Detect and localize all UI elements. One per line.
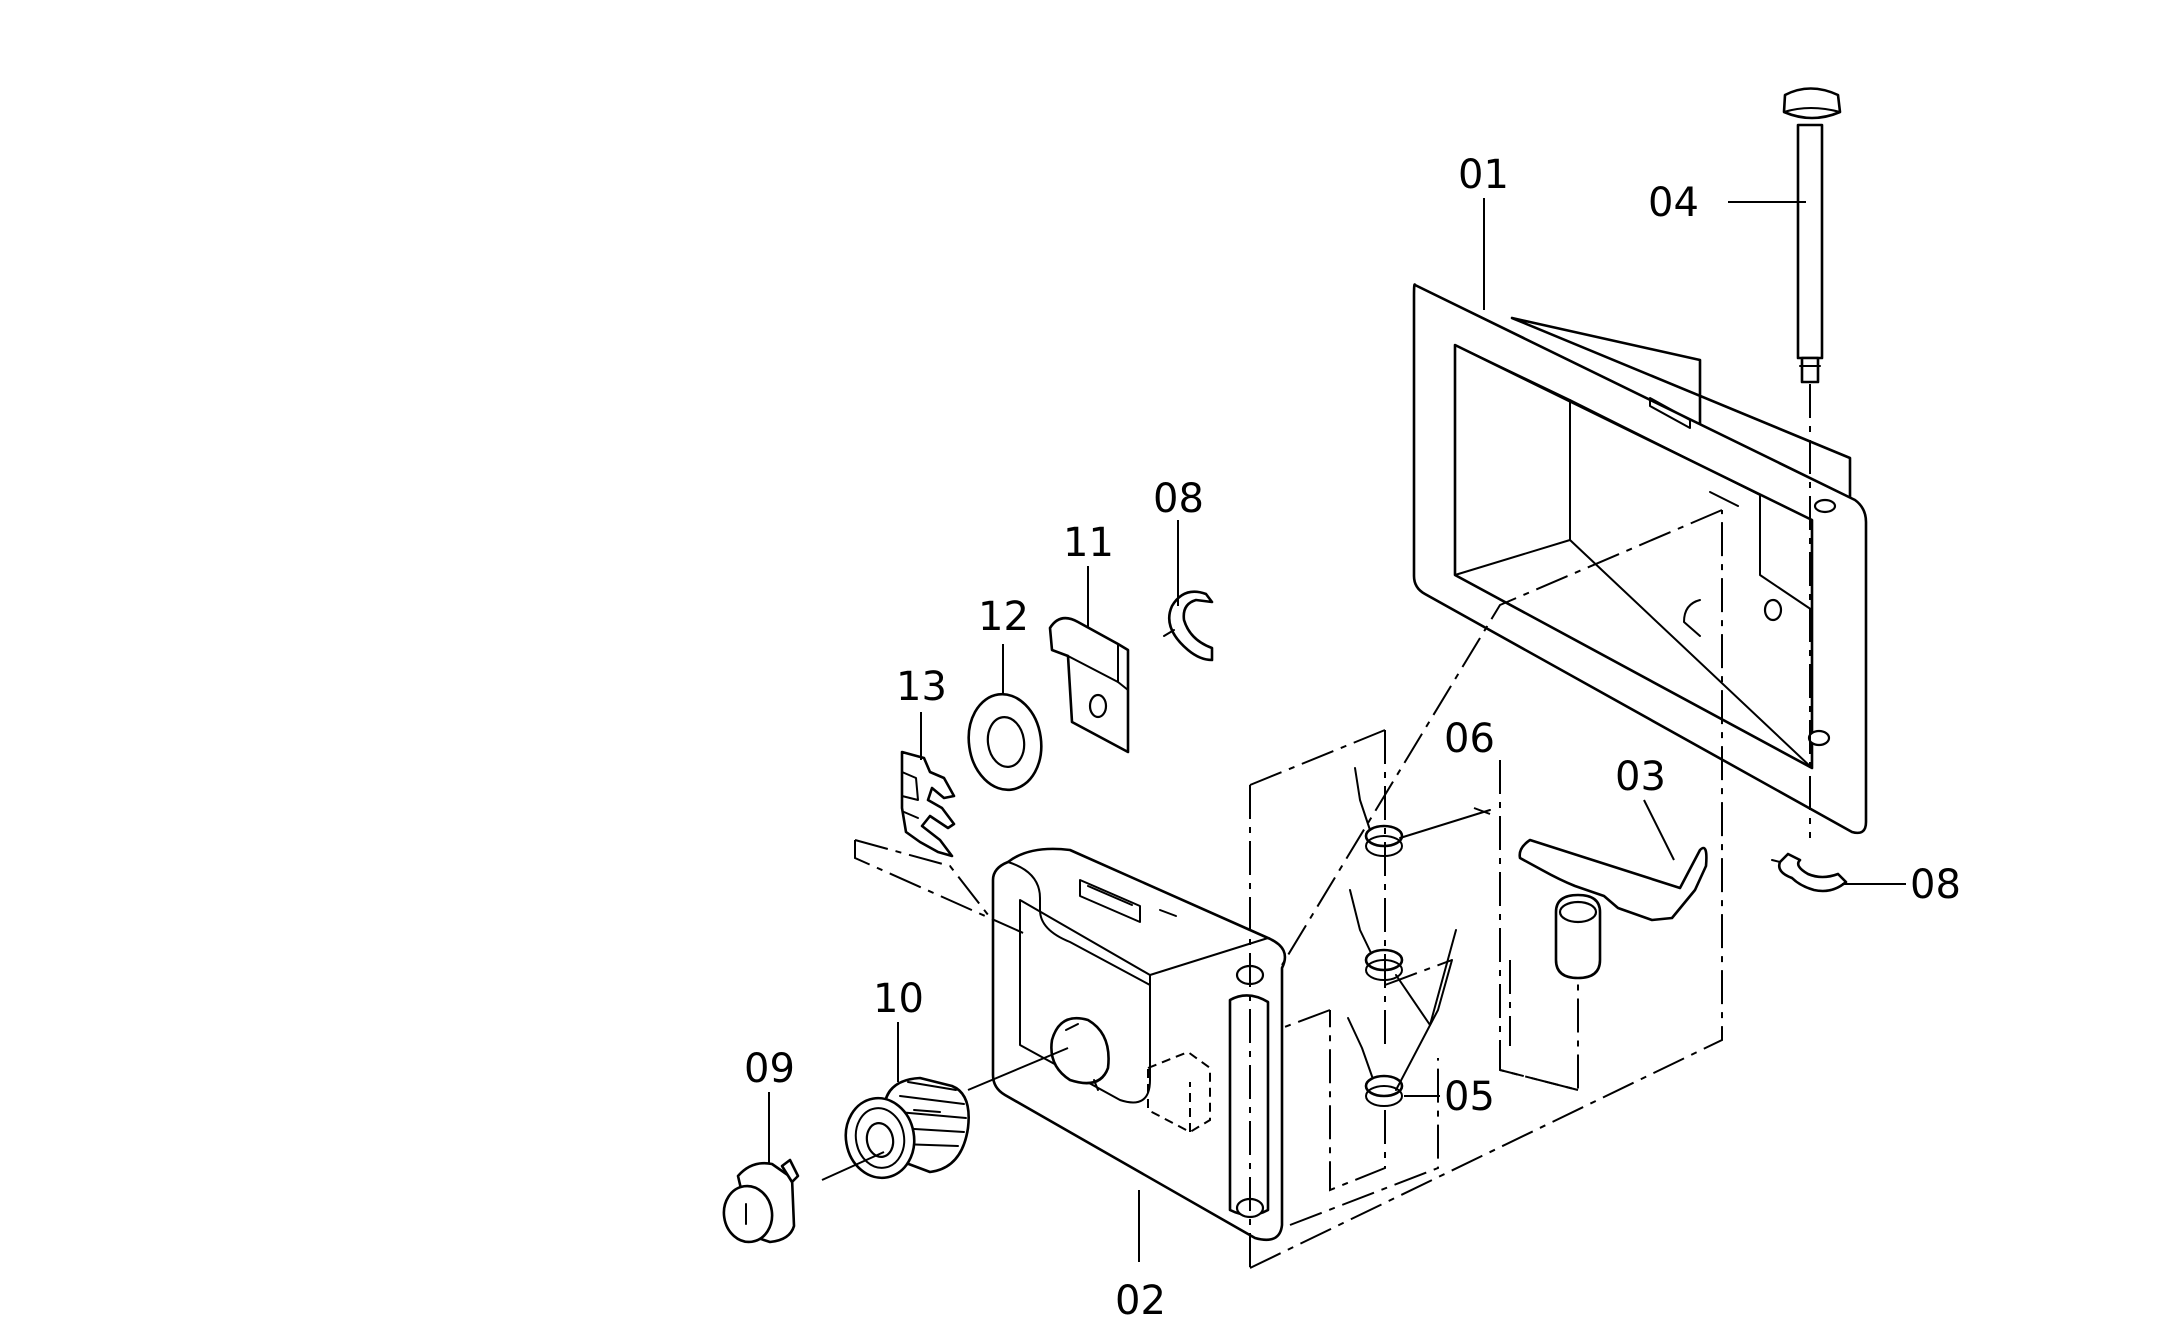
part-08-e-clip-upper: [1163, 590, 1214, 662]
callout-09: 09: [744, 1046, 795, 1092]
part-05-springs-lower: [1347, 889, 1457, 1107]
callouts: 01 02 03 04 05 06 08 08 09 10 11 12 13: [744, 152, 1961, 1324]
callout-10: 10: [873, 976, 924, 1022]
part-02-latch-body: [991, 847, 1287, 1242]
callout-02: 02: [1115, 1278, 1166, 1324]
callout-11: 11: [1063, 520, 1114, 566]
part-13-spring-clip: [900, 750, 956, 858]
part-06-spring-upper: [1354, 767, 1491, 857]
callout-04: 04: [1648, 180, 1699, 226]
callout-06: 06: [1444, 716, 1495, 762]
callout-05: 05: [1444, 1074, 1495, 1120]
part-12-washer: [967, 692, 1043, 792]
callout-08-lower: 08: [1910, 862, 1961, 908]
leader-lines: [768, 198, 1906, 1262]
callout-13: 13: [896, 664, 947, 710]
callout-12: 12: [978, 594, 1029, 640]
part-10-lock-barrel: [844, 1076, 970, 1180]
callout-03: 03: [1615, 754, 1666, 800]
callout-08-upper: 08: [1153, 476, 1204, 522]
callout-01: 01: [1458, 152, 1509, 198]
part-04-hinge-pin: [1782, 87, 1842, 384]
part-08-e-clip-lower: [1771, 852, 1848, 893]
assembly-lines: [821, 384, 1811, 1269]
part-09-key-cylinder: [722, 1158, 800, 1244]
part-03-pawl: [1518, 838, 1708, 980]
part-11-plate: [1048, 616, 1130, 754]
